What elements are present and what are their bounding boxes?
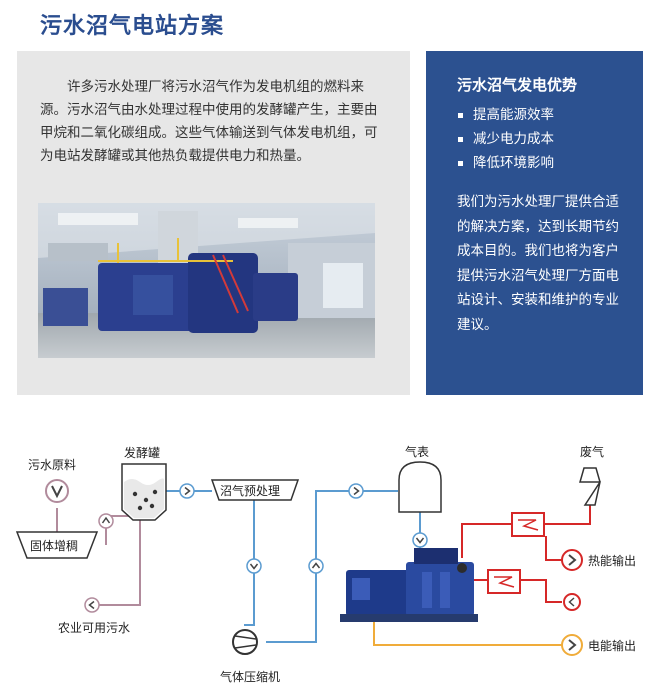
line-genset-to-hx1 <box>461 523 512 558</box>
solid-thickening-box <box>15 531 99 559</box>
pretreatment-box <box>210 479 300 501</box>
raw-sewage-pump-icon <box>45 479 69 503</box>
line-hx2-return <box>520 579 562 603</box>
line-pretreat-to-compressor <box>244 500 255 626</box>
process-diagram: 污水原料 固体增稠 发酵罐 农业可用污水 沼气预处理 <box>15 444 636 684</box>
advantages-title: 污水沼气发电优势 <box>457 76 578 94</box>
flow-arrow-icon <box>98 513 114 529</box>
heat-output-icon <box>561 549 583 571</box>
label-pretreatment: 沼气预处理 <box>220 483 280 498</box>
advantage-item: 提高能源效率 <box>457 103 554 127</box>
compressor-icon <box>232 629 258 655</box>
line-hx1-to-heat-output <box>545 536 562 561</box>
label-agri-water: 农业可用污水 <box>58 621 130 635</box>
advantages-body: 我们为污水处理厂提供合适的解决方案，达到长期节约成本目的。我们也将为客户提供污水… <box>457 194 619 333</box>
generator-icon <box>340 548 478 622</box>
flow-arrow-icon <box>84 597 100 613</box>
heat-exchanger-icon <box>487 569 521 594</box>
page-title: 污水沼气电站方案 <box>40 14 225 39</box>
label-gas-meter: 气表 <box>405 444 429 459</box>
label-heat-output: 热能输出 <box>588 553 636 568</box>
flow-arrow-icon <box>246 558 262 574</box>
advantage-item: 减少电力成本 <box>457 127 554 151</box>
power-output-icon <box>561 634 583 656</box>
power-plant-photo-illustration <box>38 203 375 358</box>
flow-arrow-icon <box>179 483 195 499</box>
advantages-list: 提高能源效率 减少电力成本 降低环境影响 <box>457 103 554 175</box>
heat-exchanger-icon <box>511 512 545 537</box>
label-raw-sewage: 污水原料 <box>28 458 76 472</box>
advantage-item: 降低环境影响 <box>457 151 554 175</box>
chimney-icon <box>579 467 601 506</box>
label-power-output: 电能输出 <box>588 638 636 653</box>
label-compressor: 气体压缩机 <box>220 669 280 684</box>
power-plant-photo <box>38 203 375 358</box>
flow-arrow-icon <box>348 483 364 499</box>
line-genset-to-power <box>373 616 562 646</box>
label-exhaust: 废气 <box>580 444 604 459</box>
line-hx1-to-exhaust <box>544 505 591 525</box>
flow-arrow-icon <box>412 532 428 548</box>
gas-tank-icon <box>398 461 442 513</box>
heat-return-icon <box>563 593 581 611</box>
flow-arrow-icon <box>308 558 324 574</box>
digester-tank-icon <box>121 463 167 521</box>
intro-text: 许多污水处理厂将污水沼气作为发电机组的燃料来源。污水沼气由水处理过程中使用的发酵… <box>40 79 378 164</box>
label-solid-thickening: 固体增稠 <box>30 539 78 553</box>
line-digester-to-agri <box>92 517 141 606</box>
label-digester: 发酵罐 <box>124 445 160 460</box>
advantages-panel <box>426 51 643 395</box>
